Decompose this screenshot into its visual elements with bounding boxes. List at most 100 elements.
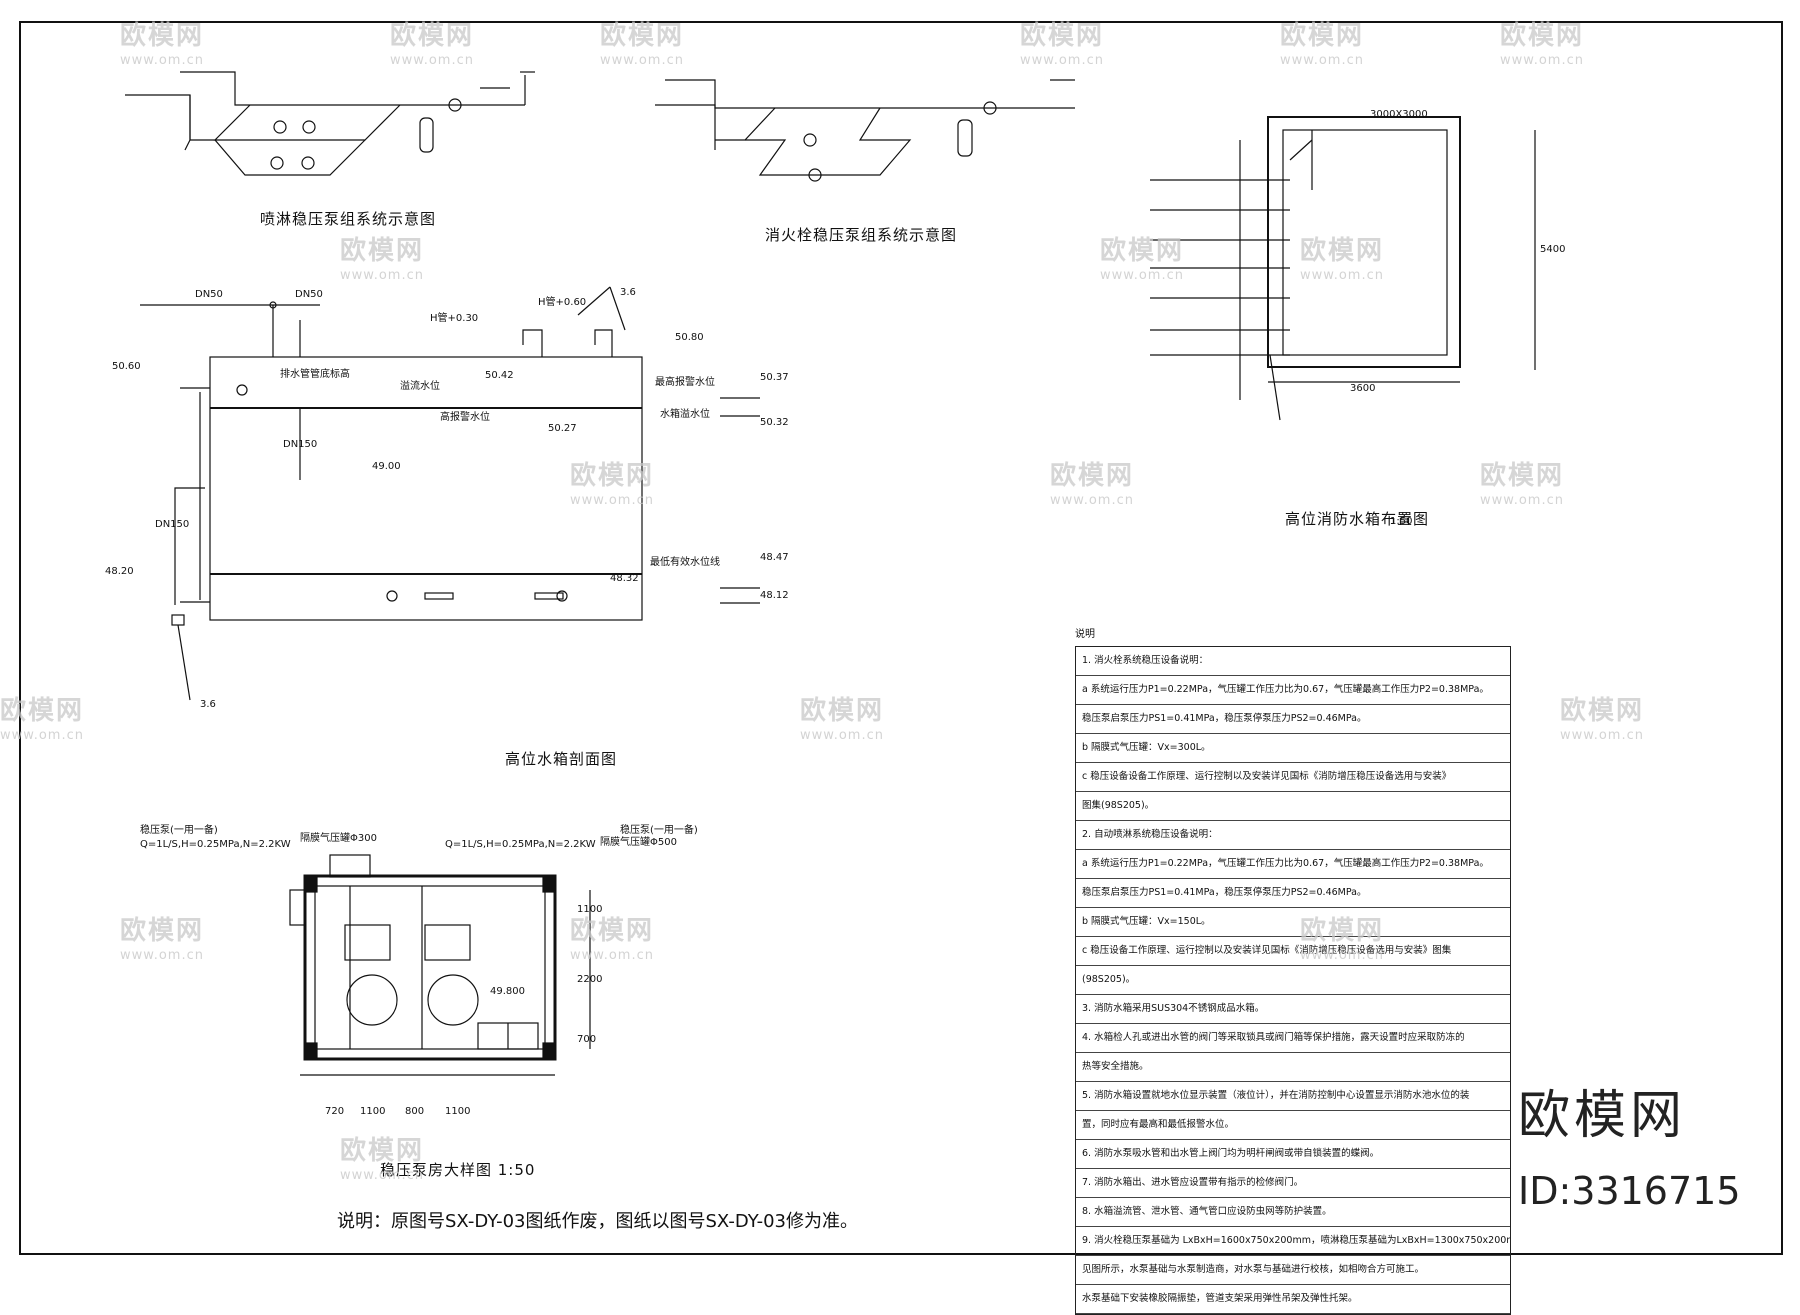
tank-plan-scale: 1:50	[1390, 516, 1413, 527]
watermark-url: www.om.cn	[390, 53, 474, 68]
notes-row: 3. 消防水箱采用SUS304不锈钢成品水箱。	[1076, 995, 1510, 1024]
watermark-url: www.om.cn	[1300, 948, 1384, 963]
watermark-url: www.om.cn	[120, 53, 204, 68]
notes-row: 8. 水箱溢流管、泄水管、通气管口应设防虫网等防护装置。	[1076, 1198, 1510, 1227]
label-ref36b: 3.6	[200, 699, 216, 710]
label-4900: 49.00	[372, 461, 401, 472]
notes-row: (98S205)。	[1076, 966, 1510, 995]
label-5080: 50.80	[675, 332, 704, 343]
label-max-level: 最高报警水位	[655, 377, 715, 388]
watermark-logo: 欧模网	[0, 696, 85, 726]
dim-h-0: 720	[325, 1106, 345, 1117]
notes-row: 1. 消火栓系统稳压设备说明：	[1076, 647, 1510, 676]
dim-h-2: 800	[405, 1106, 425, 1117]
watermark-url: www.om.cn	[1480, 493, 1564, 508]
brand-logo-text: 欧模网	[1518, 1086, 1687, 1146]
plan-size: 3000X3000	[1370, 109, 1428, 120]
watermark-url: www.om.cn	[0, 728, 84, 743]
notes-row: b 隔膜式气压罐：Vx=300L。	[1076, 734, 1510, 763]
notes-row: b 隔膜式气压罐：Vx=150L。	[1076, 908, 1510, 937]
note-left: 稳压泵(一用一备)	[140, 825, 218, 836]
plan-height: 5400	[1540, 244, 1566, 255]
notes-row: a 系统运行压力P1=0.22MPa，气压罐工作压力比为0.67，气压罐最高工作…	[1076, 850, 1510, 879]
notes-row: 5. 消防水箱设置就地水位显示装置（液位计），并在消防控制中心设置显示消防水池水…	[1076, 1082, 1510, 1111]
watermark-url: www.om.cn	[1050, 493, 1134, 508]
notes-row: 稳压泵启泵压力PS1=0.41MPa，稳压泵停泵压力PS2=0.46MPa。	[1076, 879, 1510, 908]
cad-drawing	[19, 21, 1783, 1255]
tank-elevation-title: 高位水箱剖面图	[505, 750, 618, 768]
label-4847: 48.47	[760, 552, 789, 563]
label-dn50-a: DN50	[195, 289, 223, 300]
watermark-logo: 欧模网	[1300, 916, 1385, 946]
label-4832: 48.32	[610, 573, 639, 584]
watermark-url: www.om.cn	[340, 1168, 424, 1183]
watermark-logo: 欧模网	[340, 236, 425, 266]
label-dn50-b: DN50	[295, 289, 323, 300]
label-5037: 50.37	[760, 372, 789, 383]
notes-row: 稳压泵启泵压力PS1=0.41MPa，稳压泵停泵压力PS2=0.46MPa。	[1076, 705, 1510, 734]
watermark-logo: 欧模网	[1280, 21, 1365, 51]
watermark-logo: 欧模网	[1050, 461, 1135, 491]
watermark-url: www.om.cn	[600, 53, 684, 68]
notes-row: c 稳压设备工作原理、运行控制以及安装详见国标《消防增压稳压设备选用与安装》图集	[1076, 937, 1510, 966]
label-5060: 50.60	[112, 361, 141, 372]
watermark-logo: 欧模网	[1480, 461, 1565, 491]
label-ref36a: 3.6	[620, 287, 636, 298]
watermark-logo: 欧模网	[570, 461, 655, 491]
sprinkler-pump-schematic	[125, 71, 535, 176]
label-4812: 48.12	[760, 590, 789, 601]
watermark-url: www.om.cn	[1560, 728, 1644, 743]
watermark-url: www.om.cn	[340, 268, 424, 283]
brand-id: ID:3316715	[1518, 1169, 1741, 1213]
watermark-url: www.om.cn	[570, 948, 654, 963]
notes-row: 置，同时应有最高和最低报警水位。	[1076, 1111, 1510, 1140]
label-alarm-high: 高报警水位	[440, 412, 490, 423]
hydrant-pump-title: 消火栓稳压泵组系统示意图	[765, 226, 958, 244]
notes-row: 见图所示，水泵基础与水泵制造商，对水泵与基础进行校核，如相吻合方可施工。	[1076, 1256, 1510, 1285]
label-overflow: 溢流水位	[400, 381, 440, 392]
spec-right: Q=1L/S,H=0.25MPa,N=2.2KW	[445, 839, 596, 850]
room-level: 49.800	[490, 986, 525, 997]
label-h030: H管+0.30	[430, 313, 479, 324]
label-vent: 排水管管底标高	[280, 369, 350, 380]
watermark-logo: 欧模网	[800, 696, 885, 726]
watermark-logo: 欧模网	[120, 916, 205, 946]
notes-table: 1. 消火栓系统稳压设备说明：a 系统运行压力P1=0.22MPa，气压罐工作压…	[1075, 646, 1511, 1315]
watermark-url: www.om.cn	[1100, 268, 1184, 283]
label-5032: 50.32	[760, 417, 789, 428]
label-dn150-a: DN150	[283, 439, 318, 450]
watermark-url: www.om.cn	[570, 493, 654, 508]
dim-h-3: 1100	[445, 1106, 471, 1117]
pump-room-title: 稳压泵房大样图 1:50	[380, 1161, 536, 1179]
note-right: 稳压泵(一用一备)	[620, 825, 698, 836]
label-low-level: 最低有效水位线	[650, 557, 720, 568]
tank-elevation-section	[140, 286, 760, 701]
notes-row: 热等安全措施。	[1076, 1053, 1510, 1082]
watermark-logo: 欧模网	[570, 916, 655, 946]
watermark-logo: 欧模网	[340, 1136, 425, 1166]
vessel-right: 隔膜气压罐Φ500	[600, 837, 677, 848]
label-dn150-b: DN150	[155, 519, 190, 530]
notes-row: 7. 消防水箱出、进水管应设置带有指示的检修阀门。	[1076, 1169, 1510, 1198]
sheet-border	[19, 21, 1783, 1255]
watermark-url: www.om.cn	[1020, 53, 1104, 68]
notes-row: a 系统运行压力P1=0.22MPa，气压罐工作压力比为0.67，气压罐最高工作…	[1076, 676, 1510, 705]
label-top-level: 水箱溢水位	[660, 409, 710, 420]
dim-v-1: 2200	[577, 974, 603, 985]
watermark-logo: 欧模网	[120, 21, 205, 51]
tank-plan-title: 高位消防水箱布置图	[1285, 510, 1430, 528]
watermark-url: www.om.cn	[1280, 53, 1364, 68]
watermark-url: www.om.cn	[1500, 53, 1584, 68]
tank-plan	[1150, 116, 1536, 421]
notes-row: 2. 自动喷淋系统稳压设备说明：	[1076, 821, 1510, 850]
watermark-logo: 欧模网	[1020, 21, 1105, 51]
watermark-logo: 欧模网	[390, 21, 475, 51]
label-5042: 50.42	[485, 370, 514, 381]
plan-width: 3600	[1350, 383, 1376, 394]
dim-v-2: 700	[577, 1034, 597, 1045]
footer-note: 说明：原图号SX-DY-03图纸作废，图纸以图号SX-DY-03修为准。	[337, 1211, 858, 1232]
notes-row: 9. 消火栓稳压泵基础为 LxBxH=1600x750x200mm，喷淋稳压泵基…	[1076, 1227, 1510, 1256]
notes-row: c 稳压设备设备工作原理、运行控制以及安装详见国标《消防增压稳压设备选用与安装》	[1076, 763, 1510, 792]
notes-row: 6. 消防水泵吸水管和出水管上阀门均为明杆闸阀或带自锁装置的蝶阀。	[1076, 1140, 1510, 1169]
watermark-url: www.om.cn	[120, 948, 204, 963]
